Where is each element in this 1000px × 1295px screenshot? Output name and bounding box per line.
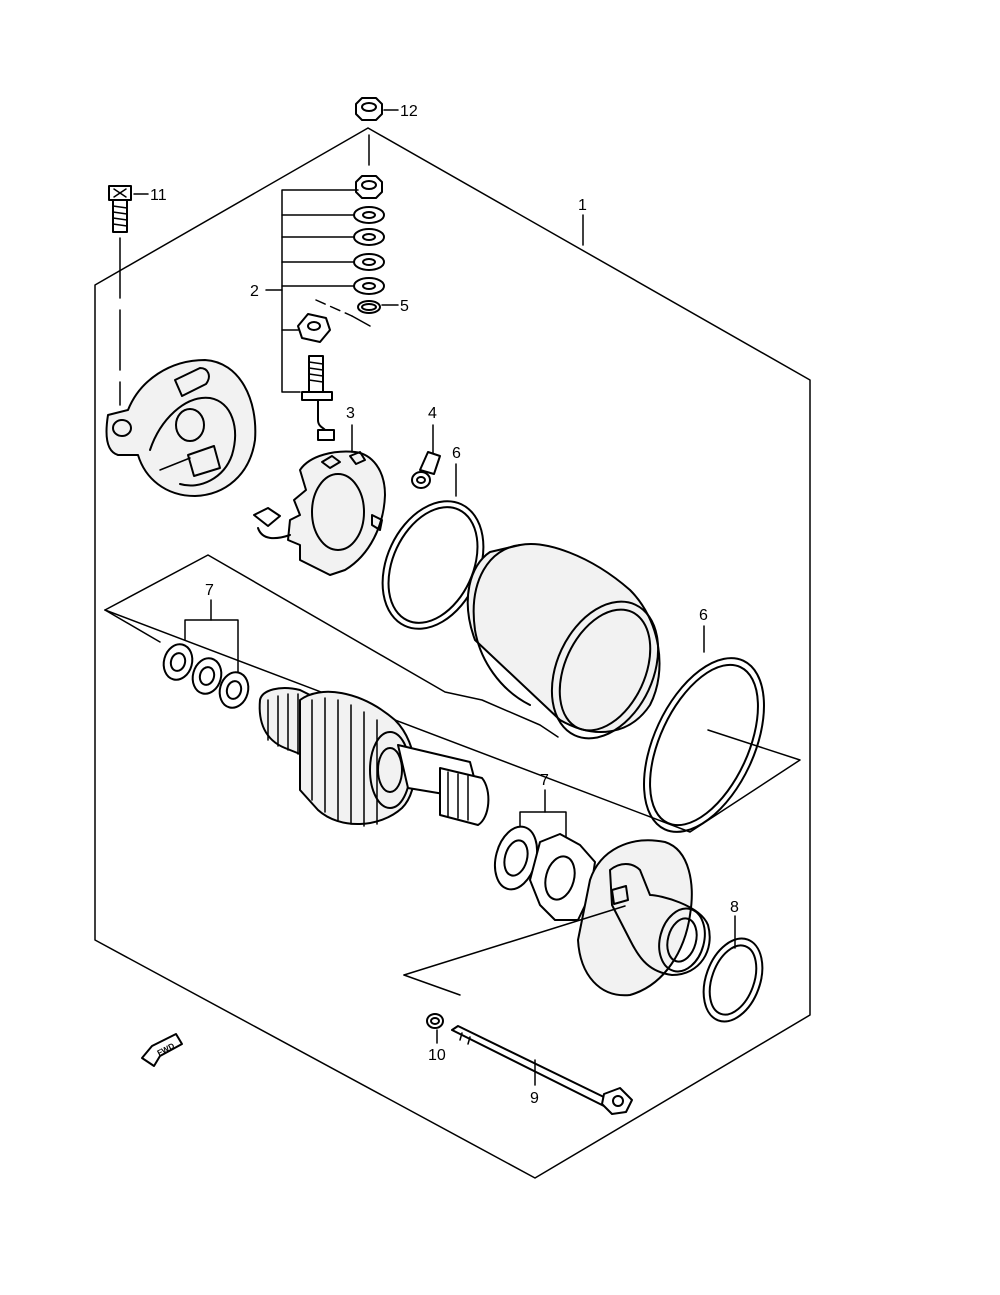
- assembly-outline: [94, 127, 811, 1179]
- part-4-clip: [411, 424, 441, 489]
- callout-10: 10: [428, 1047, 446, 1064]
- callout-3: 3: [346, 405, 355, 422]
- part-10-o-ring: [426, 1013, 444, 1044]
- callout-labels: 1 2 3 4 5 6 6 7 7 8 9 10 11 12: [150, 103, 739, 1107]
- front-end-housing: [577, 839, 711, 997]
- part-3-brush-plate: [253, 424, 386, 576]
- callout-6-upper: 6: [452, 445, 461, 462]
- part-5-o-ring: [357, 300, 399, 314]
- part-7-washers-lower: [493, 789, 596, 921]
- part-12-nut: [355, 97, 399, 166]
- yoke-housing: [466, 543, 661, 740]
- armature-outline: [104, 554, 801, 833]
- callout-9: 9: [530, 1090, 539, 1107]
- callout-8: 8: [730, 899, 739, 916]
- part-9-through-bolt: [451, 1025, 633, 1115]
- callout-7-lower: 7: [540, 772, 549, 789]
- fwd-arrow-badge: FWD: [141, 1033, 183, 1067]
- part-2-terminal-stack: [265, 175, 385, 441]
- callout-6-lower: 6: [699, 607, 708, 624]
- part-7-washers-upper: [162, 599, 250, 709]
- callout-2: 2: [250, 283, 259, 300]
- callout-5: 5: [400, 298, 409, 315]
- part-8-o-ring: [702, 915, 764, 1023]
- callout-1: 1: [578, 197, 587, 214]
- housing-leaders: [403, 905, 626, 996]
- callout-12: 12: [400, 103, 418, 120]
- part-11-bolt: [108, 185, 149, 406]
- rear-end-cap: [105, 359, 257, 497]
- callout-4: 4: [428, 405, 437, 422]
- callout-11: 11: [150, 187, 167, 204]
- armature: [258, 687, 490, 827]
- callout-7-upper: 7: [205, 582, 214, 599]
